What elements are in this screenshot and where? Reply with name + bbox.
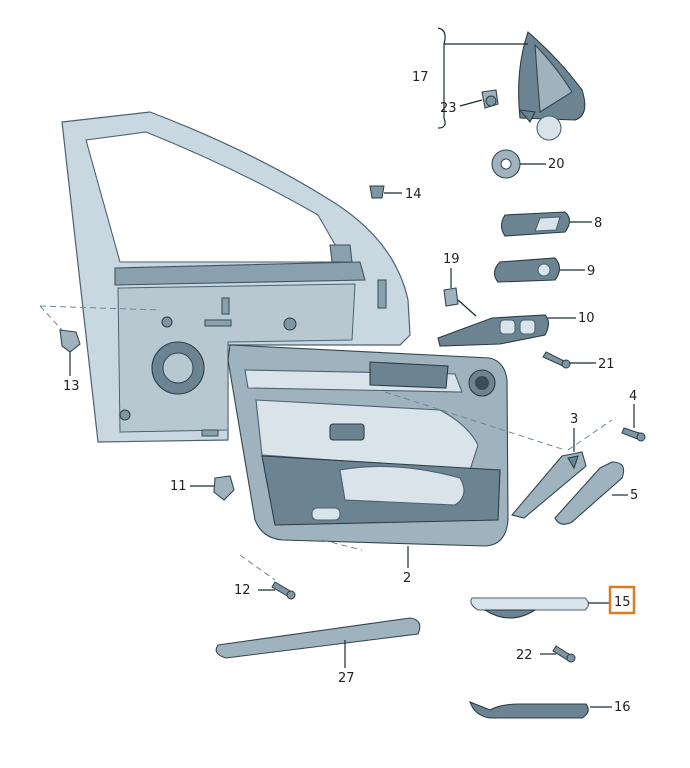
callout-16: 16 [614, 700, 631, 715]
part-12-screw [271, 581, 296, 600]
callout-23: 23 [440, 101, 457, 116]
part-17-speaker-trim [518, 31, 586, 141]
part-27-trim-strip [215, 617, 421, 659]
callout-2: 2 [403, 571, 411, 586]
callout-27: 27 [338, 671, 355, 686]
callout-12: 12 [234, 583, 251, 598]
door-trim-panel [227, 344, 509, 547]
part-23-clip [481, 89, 499, 109]
callout-9: 9 [587, 264, 595, 279]
callout-21: 21 [598, 357, 615, 372]
part-22-screw [552, 645, 576, 663]
part-3-bracket [511, 451, 587, 519]
door-frame [61, 111, 411, 443]
callout-4: 4 [629, 389, 637, 404]
callout-22: 22 [516, 648, 533, 663]
part-9-trim [493, 257, 561, 283]
callout-10: 10 [578, 311, 595, 326]
part-5-strip [554, 461, 625, 525]
callout-5: 5 [630, 488, 638, 503]
part-16-trim [469, 701, 589, 719]
part-10-handle [437, 314, 550, 347]
callout-20: 20 [548, 157, 565, 172]
part-15-grab-handle [470, 597, 590, 619]
part-21-screw [542, 351, 571, 369]
callout-19: 19 [443, 252, 460, 267]
part-19-clip [443, 287, 459, 307]
alignment-lines [39, 305, 613, 581]
callout-14: 14 [405, 187, 422, 202]
callout-15: 15 [614, 595, 631, 610]
highlight-box [608, 585, 636, 615]
callout-13: 13 [63, 379, 80, 394]
callout-17: 17 [412, 70, 429, 85]
part-8-handle-cover [500, 211, 571, 237]
part-13-clip [59, 329, 81, 376]
part-4-screw [621, 404, 646, 442]
part-20-washer [491, 149, 521, 179]
part-11-clip [213, 475, 235, 501]
callout-3: 3 [570, 412, 578, 427]
part-14-clip [369, 185, 385, 199]
callout-11: 11 [170, 479, 187, 494]
callout-8: 8 [594, 216, 602, 231]
